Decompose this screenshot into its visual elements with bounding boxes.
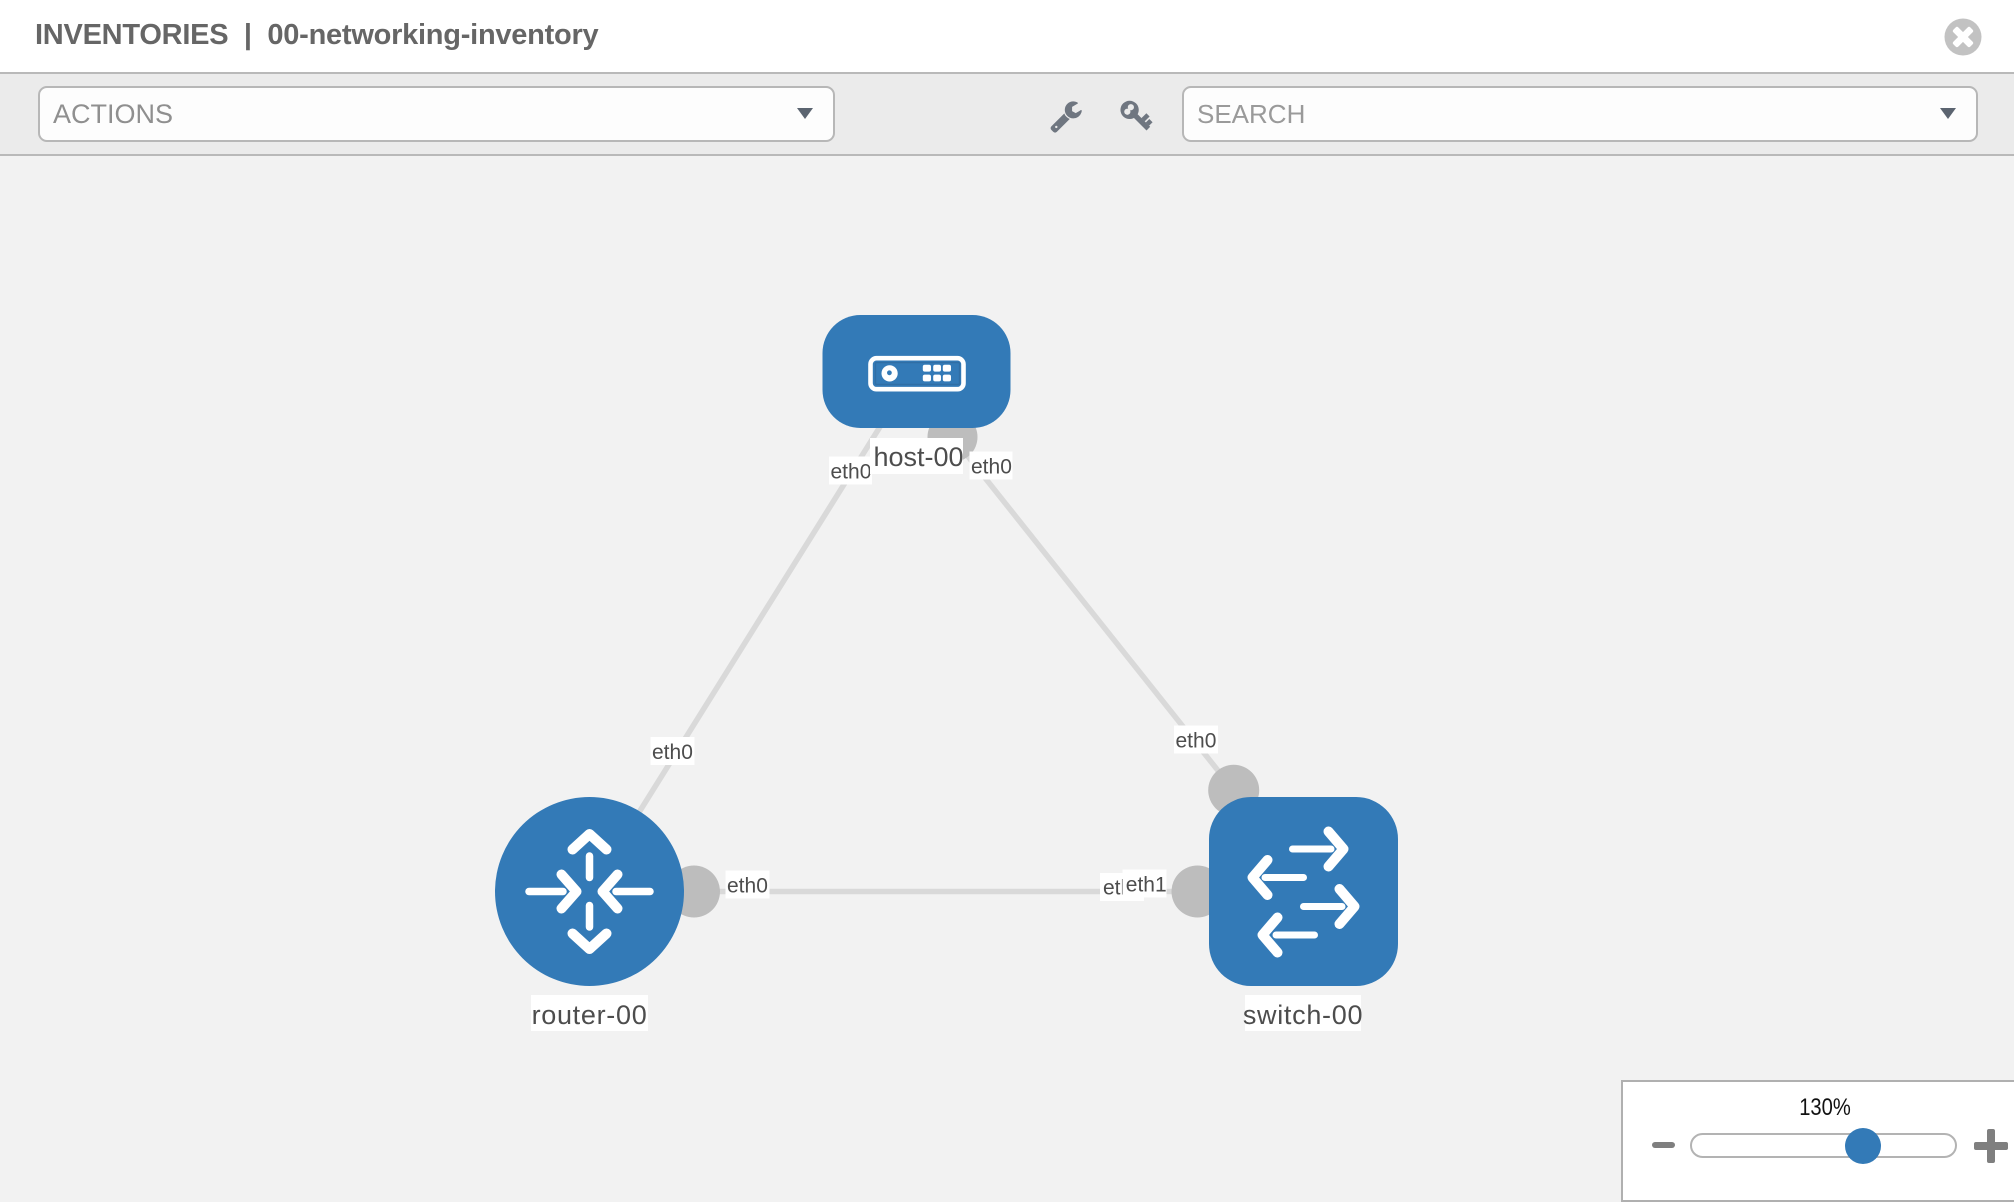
svg-text:eth0: eth0 bbox=[971, 456, 1012, 479]
svg-text:router-00: router-00 bbox=[532, 1000, 648, 1030]
svg-text:eth0: eth0 bbox=[831, 461, 872, 484]
svg-text:host-00: host-00 bbox=[873, 442, 963, 472]
svg-text:eth0: eth0 bbox=[727, 875, 768, 898]
svg-text:switch-00: switch-00 bbox=[1243, 1000, 1363, 1030]
svg-text:eth0: eth0 bbox=[652, 741, 693, 764]
svg-text:eth1: eth1 bbox=[1126, 873, 1167, 896]
svg-text:eth0: eth0 bbox=[1176, 730, 1217, 753]
